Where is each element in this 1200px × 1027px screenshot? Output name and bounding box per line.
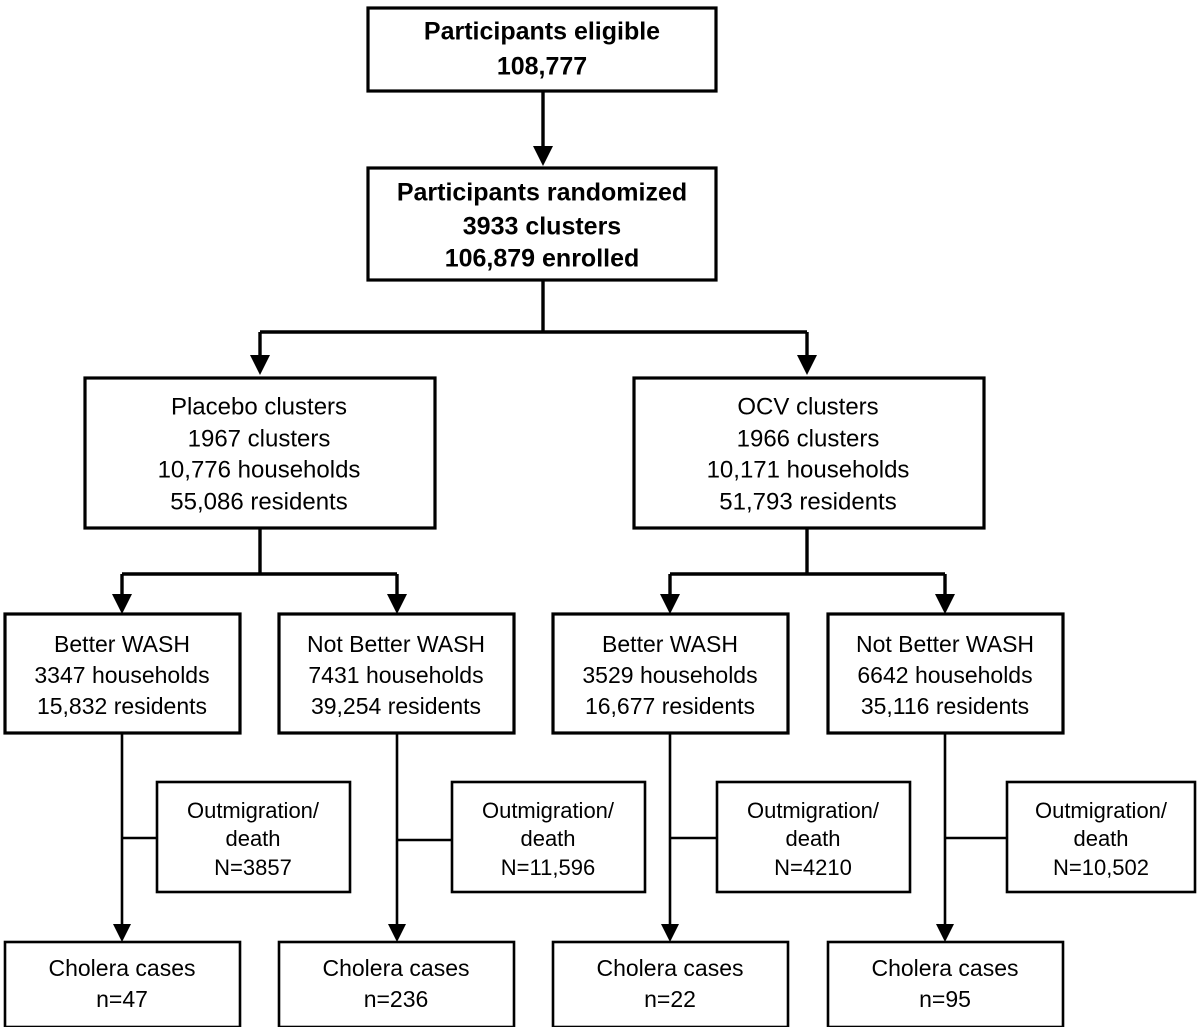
cholera-ocv-better-line-1: Cholera cases	[596, 955, 743, 981]
outmigration-ocv-not-better-line-3: N=10,502	[1053, 855, 1149, 880]
node-ocv-not-better-wash: Not Better WASH 6642 households 35,116 r…	[826, 612, 1065, 735]
placebo-better-wash-box	[3, 612, 242, 735]
cholera-placebo-better-line-2: n=47	[96, 986, 148, 1012]
connector-layer	[112, 91, 1007, 942]
node-cholera-ocv-better: Cholera cases n=22	[551, 940, 790, 1027]
placebo-better-wash-line-1: Better WASH	[54, 631, 190, 657]
cholera-ocv-better-box	[551, 940, 790, 1027]
participants-randomized-line-2: 3933 clusters	[463, 213, 621, 241]
ocv-better-wash-line-2: 3529 households	[582, 662, 757, 688]
placebo-clusters-line-1: Placebo clusters	[171, 393, 347, 420]
outmigration-ocv-not-better-line-1: Outmigration/	[1035, 798, 1168, 823]
node-ocv-clusters: OCV clusters 1966 clusters 10,171 househ…	[632, 376, 986, 530]
placebo-clusters-line-2: 1967 clusters	[188, 425, 331, 452]
ocv-clusters-line-3: 10,171 households	[707, 456, 910, 483]
cholera-placebo-not-better-box	[277, 940, 516, 1027]
outmigration-placebo-not-better-line-3: N=11,596	[501, 855, 595, 880]
ocv-better-wash-line-3: 16,677 residents	[585, 693, 755, 719]
placebo-not-better-wash-line-1: Not Better WASH	[307, 631, 485, 657]
outmigration-ocv-better-line-2: death	[785, 826, 840, 851]
cholera-placebo-better-line-1: Cholera cases	[48, 955, 195, 981]
placebo-clusters-line-3: 10,776 households	[158, 456, 361, 483]
arrowhead-ocv-not-better-wash	[935, 594, 955, 614]
arrowhead-placebo-not-better-wash	[387, 594, 407, 614]
node-participants-eligible: Participants eligible 108,777	[366, 6, 718, 93]
arrowhead-randomized	[533, 146, 553, 166]
ocv-better-wash-line-1: Better WASH	[602, 631, 738, 657]
arrowhead-ocv	[797, 355, 817, 375]
placebo-clusters-box	[83, 376, 437, 530]
node-outmigration-placebo-better: Outmigration/ death N=3857	[155, 780, 352, 894]
cholera-ocv-not-better-line-2: n=95	[919, 986, 971, 1012]
arrowhead-cholera-1	[113, 924, 131, 942]
node-participants-randomized: Participants randomized 3933 clusters 10…	[366, 166, 718, 282]
placebo-not-better-wash-line-2: 7431 households	[308, 662, 483, 688]
placebo-not-better-wash-line-3: 39,254 residents	[311, 693, 481, 719]
placebo-better-wash-line-2: 3347 households	[34, 662, 209, 688]
ocv-clusters-box	[632, 376, 986, 530]
participants-eligible-line-1: Participants eligible	[424, 18, 660, 46]
outmigration-ocv-better-line-1: Outmigration/	[747, 798, 880, 823]
arrowhead-cholera-3	[661, 924, 679, 942]
arrowhead-cholera-4	[936, 924, 954, 942]
participants-randomized-line-1: Participants randomized	[397, 179, 687, 207]
arrowhead-placebo-better-wash	[112, 594, 132, 614]
participants-randomized-line-3: 106,879 enrolled	[445, 245, 640, 273]
ocv-clusters-line-1: OCV clusters	[737, 393, 878, 420]
ocv-not-better-wash-line-3: 35,116 residents	[861, 693, 1029, 719]
placebo-not-better-wash-box	[277, 612, 516, 735]
cholera-ocv-not-better-box	[826, 940, 1065, 1027]
node-placebo-not-better-wash: Not Better WASH 7431 households 39,254 r…	[277, 612, 516, 735]
cholera-placebo-not-better-line-2: n=236	[364, 986, 429, 1012]
participants-randomized-box	[366, 166, 718, 282]
node-placebo-clusters: Placebo clusters 1967 clusters 10,776 ho…	[83, 376, 437, 530]
node-outmigration-placebo-not-better: Outmigration/ death N=11,596	[450, 780, 647, 894]
node-outmigration-ocv-not-better: Outmigration/ death N=10,502	[1005, 780, 1197, 894]
outmigration-ocv-better-line-3: N=4210	[774, 855, 852, 880]
outmigration-ocv-not-better-box	[1005, 780, 1197, 894]
cholera-placebo-not-better-line-1: Cholera cases	[322, 955, 469, 981]
outmigration-ocv-better-box	[715, 780, 912, 894]
outmigration-ocv-not-better-line-2: death	[1073, 826, 1128, 851]
outmigration-placebo-better-line-2: death	[225, 826, 280, 851]
outmigration-placebo-not-better-line-1: Outmigration/	[482, 798, 615, 823]
cholera-ocv-not-better-line-1: Cholera cases	[871, 955, 1018, 981]
arrowhead-ocv-better-wash	[660, 594, 680, 614]
ocv-not-better-wash-line-1: Not Better WASH	[856, 631, 1034, 657]
node-cholera-placebo-not-better: Cholera cases n=236	[277, 940, 516, 1027]
cholera-placebo-better-box	[3, 940, 242, 1027]
node-ocv-better-wash: Better WASH 3529 households 16,677 resid…	[551, 612, 790, 735]
ocv-clusters-line-4: 51,793 residents	[719, 488, 896, 515]
node-cholera-ocv-not-better: Cholera cases n=95	[826, 940, 1065, 1027]
outmigration-placebo-not-better-line-2: death	[520, 826, 575, 851]
ocv-not-better-wash-box	[826, 612, 1065, 735]
outmigration-placebo-better-line-3: N=3857	[214, 855, 292, 880]
ocv-clusters-line-2: 1966 clusters	[737, 425, 880, 452]
cholera-ocv-better-line-2: n=22	[644, 986, 696, 1012]
arrowhead-placebo	[250, 355, 270, 375]
node-outmigration-ocv-better: Outmigration/ death N=4210	[715, 780, 912, 894]
arrowhead-cholera-2	[388, 924, 406, 942]
placebo-clusters-line-4: 55,086 residents	[170, 488, 347, 515]
outmigration-placebo-not-better-box	[450, 780, 647, 894]
node-placebo-better-wash: Better WASH 3347 households 15,832 resid…	[3, 612, 242, 735]
outmigration-placebo-better-box	[155, 780, 352, 894]
ocv-better-wash-box	[551, 612, 790, 735]
node-cholera-placebo-better: Cholera cases n=47	[3, 940, 242, 1027]
ocv-not-better-wash-line-2: 6642 households	[857, 662, 1032, 688]
participants-eligible-line-2: 108,777	[497, 53, 587, 81]
placebo-better-wash-line-3: 15,832 residents	[37, 693, 207, 719]
participants-eligible-box	[366, 6, 718, 93]
outmigration-placebo-better-line-1: Outmigration/	[187, 798, 320, 823]
